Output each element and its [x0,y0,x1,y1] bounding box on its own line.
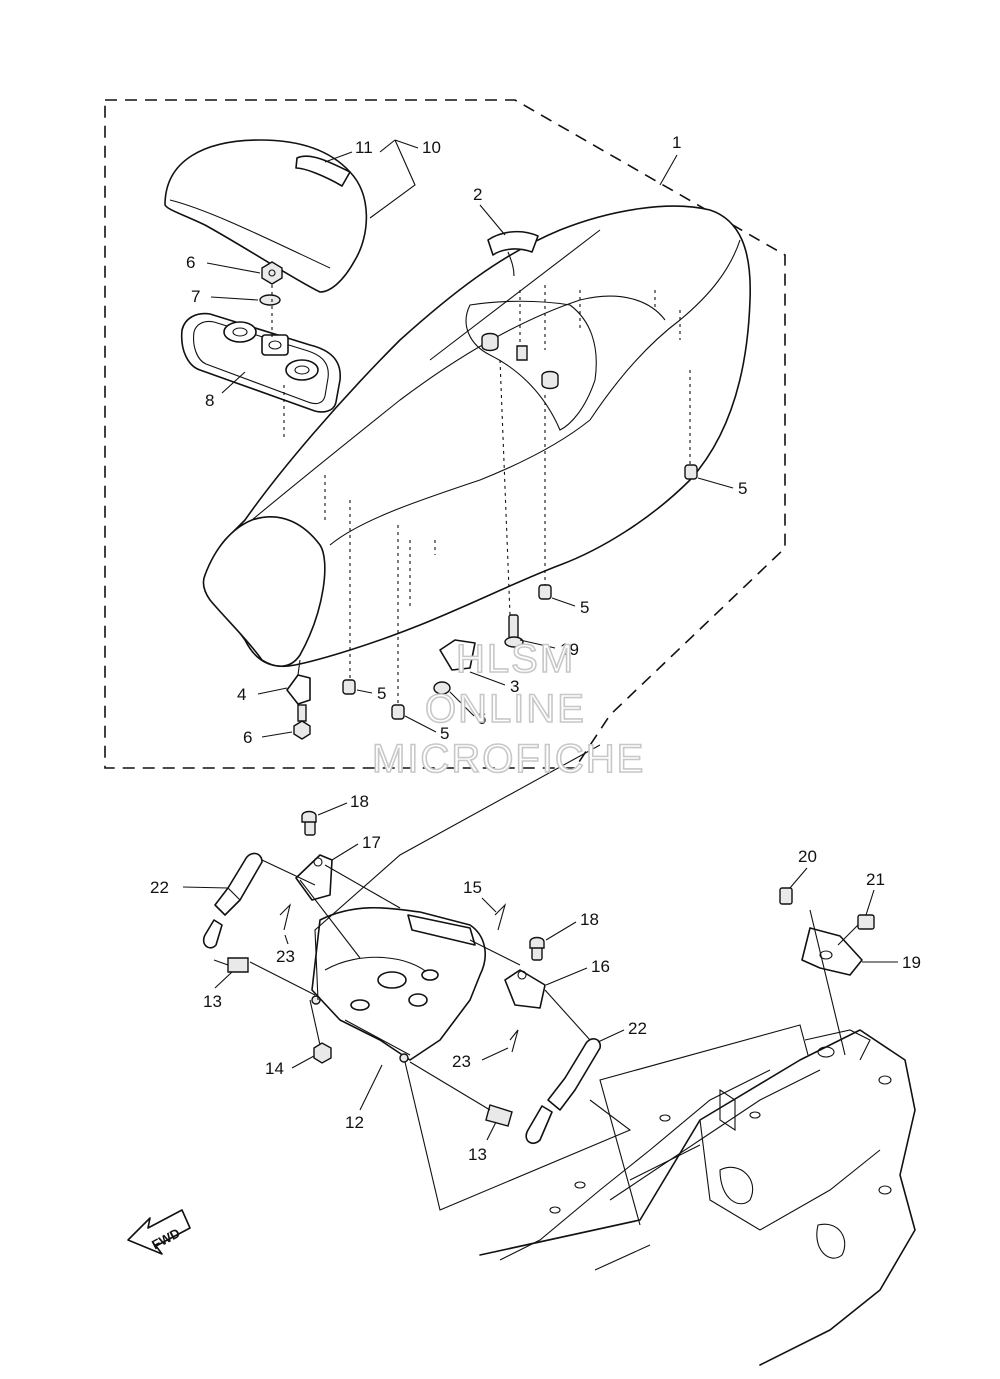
svg-text:23: 23 [276,947,295,966]
callout-22-right: 22 [597,1019,647,1043]
bolt-18-left [301,810,317,823]
callout-19-top: 19 [519,639,579,659]
vehicle-frame [479,1029,916,1366]
nut-14 [313,1042,332,1064]
callout-11: 11 [324,138,373,163]
callout-17: 17 [331,833,381,861]
svg-text:7: 7 [191,287,200,306]
callout-15: 15 [463,878,497,913]
fwd-direction-arrow: FWD [127,1209,191,1255]
hook-bracket-left [286,659,311,722]
callout-22-left: 22 [150,878,229,897]
svg-text:ONLINE: ONLINE [425,687,586,731]
callout-5-low: 5 [404,715,449,743]
latch-bracket-19 [779,887,875,976]
svg-text:4: 4 [237,685,246,704]
nut-lower [293,720,311,740]
clip-23-left [279,903,291,931]
svg-text:13: 13 [203,992,222,1011]
svg-text:18: 18 [580,910,599,929]
watermark: HLSM ONLINE MICROFICHE [371,636,645,782]
callout-4: 4 [237,685,288,704]
callout-6-low: 6 [243,728,293,747]
svg-text:17: 17 [362,833,381,852]
svg-text:20: 20 [798,847,817,866]
callout-7: 7 [191,287,259,306]
svg-text:3: 3 [510,677,519,696]
pivot-bracket-16 [504,939,546,1009]
callout-20: 20 [789,847,817,889]
svg-text:23: 23 [452,1052,471,1071]
svg-text:19: 19 [560,640,579,659]
callout-10: 10 [369,138,441,219]
svg-text:5: 5 [738,479,747,498]
svg-text:15: 15 [463,878,482,897]
clip-15 [494,903,507,931]
callout-8: 8 [205,371,246,410]
bolt-with-washer [504,614,524,648]
stud-bolt-left [342,679,356,695]
callout-13-left: 13 [203,971,233,1011]
svg-text:14: 14 [265,1059,284,1078]
stud-bolt-lower [391,704,405,720]
svg-text:5: 5 [377,684,386,703]
callout-23-right: 23 [452,1047,509,1071]
svg-text:6: 6 [186,253,195,272]
callout-5-right: 5 [697,477,747,498]
hook-bracket-right [433,639,476,695]
callout-5-left: 5 [356,684,386,703]
svg-text:5: 5 [440,724,449,743]
callout-12: 12 [345,1064,383,1132]
svg-text:22: 22 [628,1019,647,1038]
svg-text:22: 22 [150,878,169,897]
callout-5-mid: 5 [551,597,589,617]
svg-text:12: 12 [345,1113,364,1132]
svg-text:13: 13 [468,1145,487,1164]
main-seat [202,205,751,667]
svg-text:1: 1 [672,133,681,152]
callout-14: 14 [265,1055,315,1078]
seat-hinge-frame [311,906,486,1063]
rear-seat-cover [164,139,368,293]
callout-6-mid: 6 [449,691,486,728]
svg-text:MICROFICHE: MICROFICHE [372,737,645,781]
callout-19-right: 19 [862,953,921,972]
stud-13-right [485,1104,513,1127]
svg-text:HLSM: HLSM [456,637,575,681]
washer [259,294,281,306]
callout-6-top: 6 [186,253,261,274]
callout-3: 3 [469,671,519,696]
pivot-bracket-17 [295,814,333,901]
svg-text:19: 19 [902,953,921,972]
svg-text:2: 2 [473,185,482,204]
seat-base-plate [180,312,341,413]
svg-text:18: 18 [350,792,369,811]
svg-text:10: 10 [422,138,441,157]
seat-assembly-boundary [104,99,786,769]
callout-18-left: 18 [317,792,369,816]
clip-23-right [509,1029,519,1053]
callout-23-left: 23 [276,934,295,966]
callout-2: 2 [473,185,506,236]
svg-text:5: 5 [580,598,589,617]
bolt-18-right [529,936,545,949]
svg-text:16: 16 [591,957,610,976]
svg-text:8: 8 [205,391,214,410]
stud-bolt-right [684,464,698,480]
callout-16: 16 [545,957,610,986]
stud-bolt-mid [538,584,552,600]
nut-top [261,261,283,285]
svg-text:11: 11 [355,138,373,157]
svg-text:21: 21 [866,870,885,889]
gas-strut-left [202,852,263,949]
svg-text:6: 6 [243,728,252,747]
svg-text:6: 6 [477,709,486,728]
stud-13-left [213,957,249,973]
callout-18-right: 18 [545,910,599,941]
callout-1: 1 [659,133,681,186]
callout-13-right: 13 [468,1121,497,1164]
gas-strut-right [525,1038,601,1145]
callout-21: 21 [865,870,885,916]
